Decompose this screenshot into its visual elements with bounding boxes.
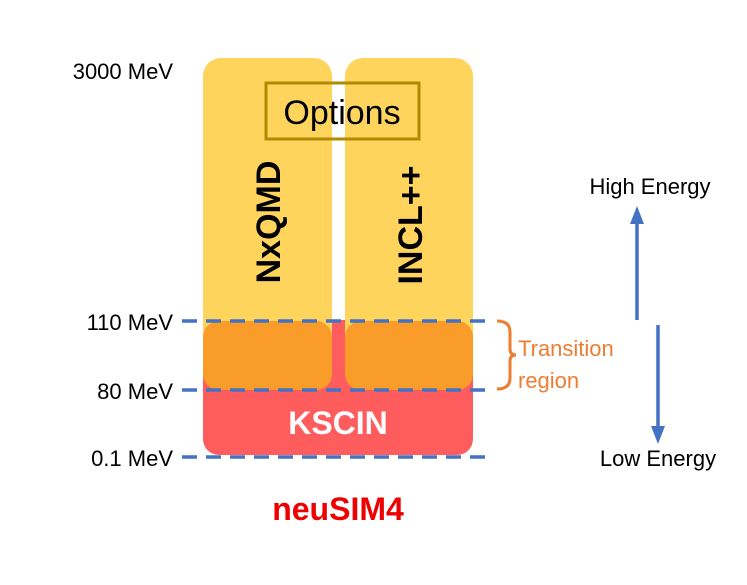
inclpp-column (345, 58, 473, 390)
energy-label-0-1: 0.1 MeV (91, 446, 173, 471)
kscin-label: KSCIN (288, 405, 388, 441)
diagram-title: neuSIM4 (272, 491, 404, 527)
energy-label-110: 110 MeV (87, 310, 174, 335)
options-box (264, 81, 421, 141)
transition-bracket (496, 319, 517, 391)
nxqmd-label: NxQMD (250, 161, 288, 284)
energy-label-80: 80 MeV (97, 379, 173, 404)
high-energy-arrow-head (630, 206, 644, 224)
high-energy-label: High Energy (589, 174, 710, 199)
energy-label-3000: 3000 MeV (73, 59, 174, 84)
nxqmd-column (203, 58, 332, 390)
inclpp-label: INCL++ (392, 165, 430, 284)
low-energy-arrow-head (651, 426, 665, 444)
transition-block-left (203, 321, 332, 390)
transition-label-line2: region (518, 368, 579, 393)
options-label: Options (283, 94, 400, 132)
transition-label-line1: Transition (518, 336, 614, 361)
low-energy-label: Low Energy (600, 446, 716, 471)
transition-block-right (345, 321, 473, 390)
